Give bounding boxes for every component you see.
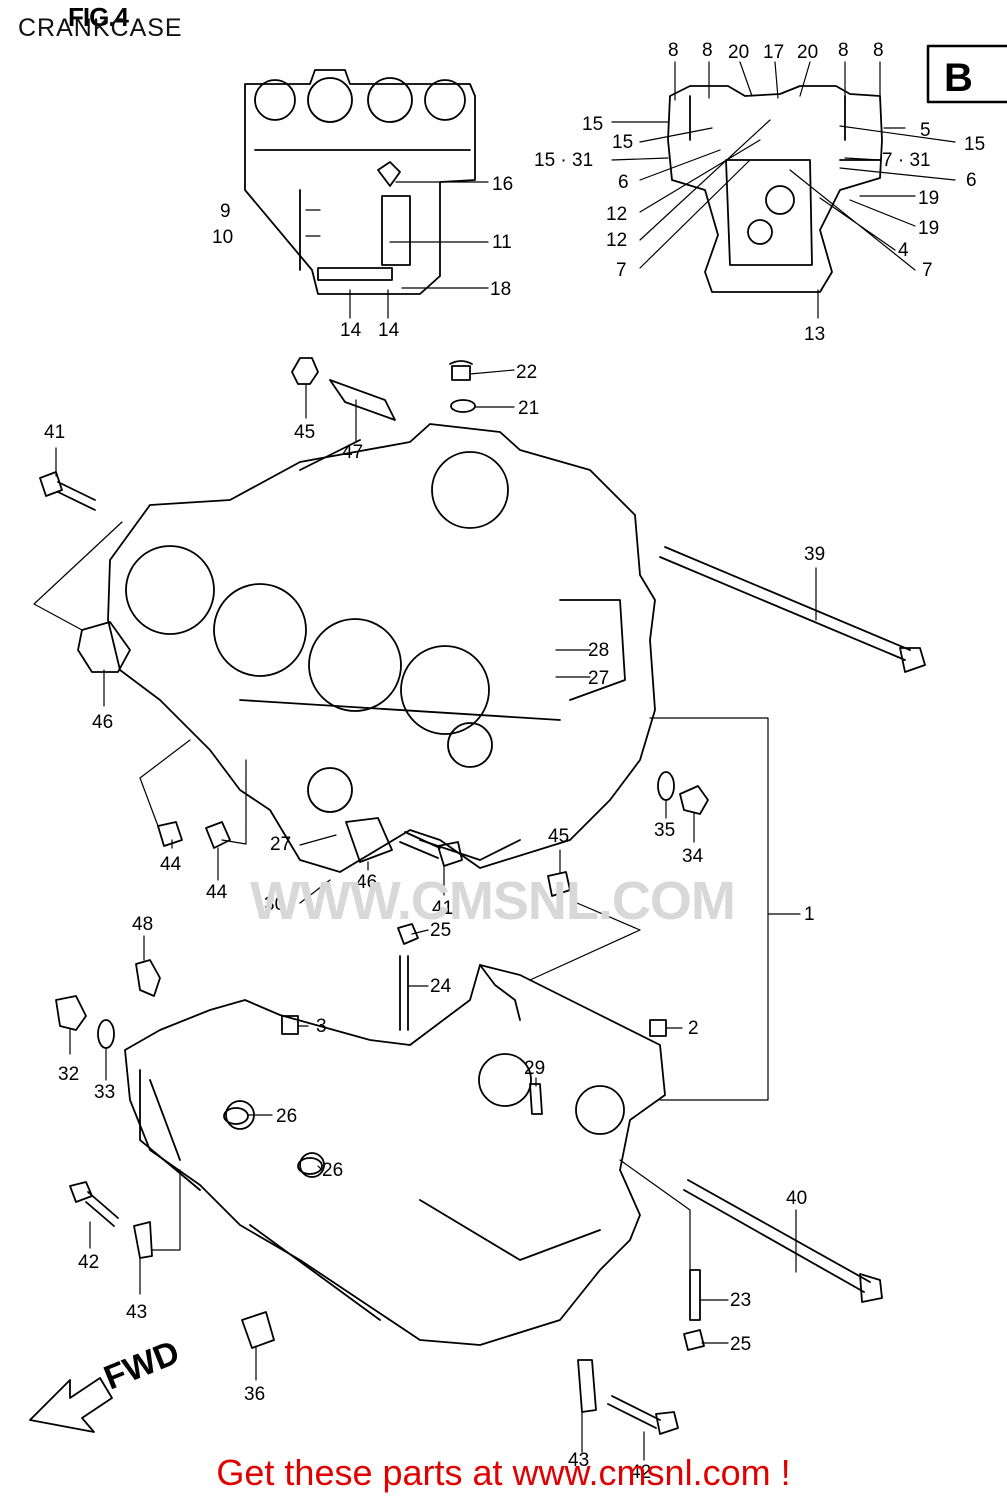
callout-19b: 19 xyxy=(918,218,939,239)
callout-44a: 44 xyxy=(160,854,182,875)
callout-34: 34 xyxy=(682,846,704,867)
callout-40: 40 xyxy=(786,1188,807,1209)
callout-9: 9 xyxy=(220,201,231,222)
callout-6b: 6 xyxy=(966,170,977,191)
figure-title: CRANKCASE xyxy=(18,14,183,42)
callout-7-31: 7 · 31 xyxy=(882,150,931,171)
callout-15a: 15 xyxy=(582,114,603,135)
callout-20b: 20 xyxy=(797,42,818,63)
callout-8b: 8 xyxy=(702,40,713,61)
callout-14b: 14 xyxy=(378,320,400,341)
callout-10: 10 xyxy=(212,227,233,248)
callout-39: 39 xyxy=(804,544,825,565)
callout-46a: 46 xyxy=(92,712,113,733)
callout-18: 18 xyxy=(490,279,511,300)
callout-17: 17 xyxy=(763,42,784,63)
callout-42a: 42 xyxy=(78,1252,99,1273)
callout-21: 21 xyxy=(518,398,539,419)
callout-12b: 12 xyxy=(606,230,627,251)
callout-41b: 41 xyxy=(432,898,453,919)
callout-35: 35 xyxy=(654,820,675,841)
callout-36: 36 xyxy=(244,1384,265,1405)
callout-11: 11 xyxy=(492,232,512,253)
callout-24: 24 xyxy=(430,976,452,997)
callout-2: 2 xyxy=(688,1018,699,1039)
view-tag-box: B xyxy=(926,44,1007,104)
callout-42b: 42 xyxy=(630,1462,651,1483)
callout-1: 1 xyxy=(804,904,815,925)
fwd-label: FWD xyxy=(99,1333,185,1397)
callout-26a: 26 xyxy=(276,1106,297,1127)
callout-23: 23 xyxy=(730,1290,751,1311)
callout-8d: 8 xyxy=(873,40,884,61)
view-tag-letter: B xyxy=(944,56,973,100)
callout-19a: 19 xyxy=(918,188,939,209)
callout-15b: 15 xyxy=(612,132,633,153)
callout-25b: 25 xyxy=(730,1334,751,1355)
leader-lines xyxy=(33,61,956,1461)
figure-number: FIG.4 xyxy=(68,2,129,32)
callout-27b: 27 xyxy=(270,834,291,855)
callout-15c: 15 xyxy=(964,134,985,155)
callout-15-31: 15 · 31 xyxy=(534,150,593,171)
callout-47: 47 xyxy=(342,442,363,463)
lower-case-bottom-view xyxy=(667,85,883,293)
callout-44b: 44 xyxy=(206,882,228,903)
upper-case-top-view xyxy=(244,69,476,295)
upper-crankcase xyxy=(107,423,656,873)
callout-6a: 6 xyxy=(618,172,629,193)
fwd-label-wrap: FWD xyxy=(99,1333,185,1397)
callout-14a: 14 xyxy=(340,320,362,341)
callout-28: 28 xyxy=(588,640,609,661)
callout-45b: 45 xyxy=(548,826,569,847)
callout-43b: 43 xyxy=(568,1450,589,1471)
watermark: WWW.CMSNL.COM xyxy=(250,871,736,931)
callout-27a: 27 xyxy=(588,668,609,689)
small-parts xyxy=(39,357,926,1435)
callout-25a: 25 xyxy=(430,920,451,941)
callout-12a: 12 xyxy=(606,204,627,225)
callout-8c: 8 xyxy=(838,40,849,61)
callout-16: 16 xyxy=(492,174,513,195)
callout-29: 29 xyxy=(524,1058,545,1079)
callout-48: 48 xyxy=(132,914,153,935)
callout-7b: 7 xyxy=(922,260,933,281)
callout-22: 22 xyxy=(516,362,537,383)
callout-30: 30 xyxy=(264,894,285,915)
callout-43a: 43 xyxy=(126,1302,147,1323)
callout-5: 5 xyxy=(920,120,931,141)
callout-4: 4 xyxy=(898,240,909,261)
callout-7a: 7 xyxy=(616,260,627,281)
forward-arrow-icon xyxy=(29,1377,113,1433)
callout-32: 32 xyxy=(58,1064,79,1085)
callout-20a: 20 xyxy=(728,42,749,63)
callout-13: 13 xyxy=(804,324,825,345)
callout-26b: 26 xyxy=(322,1160,343,1181)
callout-41a: 41 xyxy=(44,422,65,443)
callout-33: 33 xyxy=(94,1082,115,1103)
lower-crankcase xyxy=(124,964,666,1346)
callout-3: 3 xyxy=(316,1016,327,1037)
footer-promo[interactable]: Get these parts at www.cmsnl.com ! xyxy=(216,1452,791,1493)
callout-8a: 8 xyxy=(668,40,679,61)
callout-46b: 46 xyxy=(356,872,377,893)
callout-45a: 45 xyxy=(294,422,315,443)
